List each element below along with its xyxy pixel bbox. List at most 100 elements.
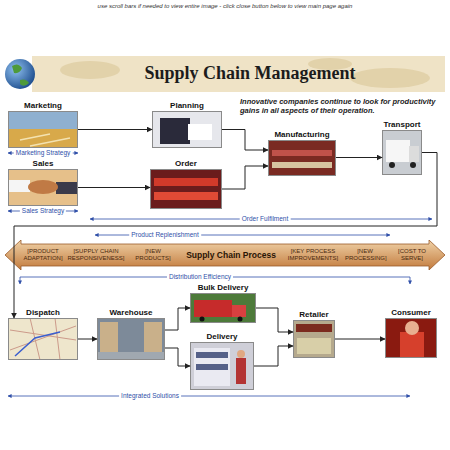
map-shape — [60, 61, 120, 79]
consumer-photo — [400, 332, 424, 358]
globe-land — [12, 64, 29, 85]
flow-arrow — [335, 339, 385, 340]
order-photo — [154, 178, 218, 186]
flow-arrow — [256, 308, 293, 332]
bulk-delivery-photo — [238, 317, 243, 322]
stage-box: Transport — [382, 130, 422, 175]
warehouse-photo — [144, 322, 162, 352]
stage-box: Delivery — [190, 342, 254, 390]
transport-photo — [389, 162, 395, 168]
transport-photo — [409, 146, 419, 162]
delivery-photo — [190, 342, 254, 390]
stage-heading: Warehouse — [110, 308, 153, 318]
stage-heading: Dispatch — [26, 308, 60, 318]
stage-heading: Sales — [33, 159, 54, 169]
stage-box: Dispatch — [8, 318, 78, 360]
bracket-label: Sales Strategy — [20, 207, 66, 215]
flow-arrow — [222, 130, 268, 151]
stage-box: Retailer — [293, 320, 335, 358]
dispatch-photo — [8, 318, 78, 360]
flow-arrow — [78, 339, 97, 340]
stage-heading: Planning — [170, 101, 204, 111]
band-item: [PRODUCT ADAPTATION] — [21, 248, 65, 262]
planning-photo — [160, 118, 190, 144]
manufacturing-photo — [272, 150, 332, 156]
warehouse-photo — [97, 352, 165, 360]
bracket-line — [8, 396, 410, 397]
planning-photo — [152, 111, 222, 148]
stage-heading: Transport — [384, 120, 421, 130]
stage-box: Marketing — [8, 111, 78, 148]
order-photo — [154, 192, 218, 200]
map-shape — [350, 68, 430, 88]
delivery-photo — [196, 364, 228, 370]
bulk-delivery-photo — [200, 317, 205, 322]
warehouse-photo — [97, 318, 165, 360]
bulk-delivery-photo — [190, 293, 256, 323]
bulk-delivery-photo — [194, 300, 232, 317]
delivery-photo — [194, 348, 230, 386]
flow-arrow — [222, 166, 268, 189]
sales-photo — [28, 180, 58, 194]
marketing-photo — [20, 134, 70, 146]
retailer-photo — [297, 338, 331, 354]
delivery-photo — [196, 352, 228, 358]
band-arrow-shape — [5, 240, 445, 270]
stage-heading: Delivery — [206, 332, 237, 342]
dispatch-photo — [10, 318, 76, 360]
stage-box: Bulk Delivery — [190, 293, 256, 323]
band-item: [SUPPLY CHAIN RESPONSIVENESS] — [67, 248, 125, 262]
stage-box: Sales — [8, 169, 78, 206]
warehouse-photo — [100, 322, 118, 352]
band-item: [KEY PROCESS IMPROVEMENTS] — [285, 248, 341, 262]
sales-photo — [8, 180, 30, 192]
band-item: [COST TO SERVE] — [389, 248, 435, 262]
process-band: [PRODUCT ADAPTATION][SUPPLY CHAIN RESPON… — [5, 240, 445, 270]
marketing-photo — [8, 111, 78, 129]
transport-photo — [382, 130, 422, 175]
stage-heading: Marketing — [24, 101, 62, 111]
bracket-label: Marketing Strategy — [14, 149, 73, 157]
stage-heading: Bulk Delivery — [198, 283, 249, 293]
intro-note: Innovative companies continue to look fo… — [240, 97, 440, 115]
stage-heading: Consumer — [391, 308, 431, 318]
globe-icon — [5, 59, 35, 89]
bracket-label: Order Fulfilment — [240, 215, 291, 223]
stage-box: Consumer — [385, 318, 437, 358]
dispatch-photo — [15, 332, 60, 356]
planning-photo — [188, 124, 212, 140]
manufacturing-photo — [268, 140, 336, 176]
sales-photo — [8, 169, 78, 206]
delivery-photo — [236, 358, 246, 384]
stage-heading: Retailer — [299, 310, 328, 320]
consumer-photo — [385, 318, 437, 358]
bulk-delivery-photo — [232, 305, 246, 317]
stage-heading: Order — [175, 159, 197, 169]
bracket-label: Integrated Solutions — [119, 392, 181, 400]
flow-arrow — [165, 308, 190, 330]
band-title: Supply Chain Process — [181, 250, 281, 260]
flow-arrow — [336, 157, 382, 158]
page-note: use scroll bars if needed to view entire… — [0, 3, 450, 9]
transport-photo — [386, 140, 410, 162]
flow-arrow — [165, 348, 190, 366]
sales-photo — [56, 182, 78, 194]
band-item: [NEW PRODUCTS] — [129, 248, 177, 262]
flow-arrow — [254, 346, 293, 366]
diagram-title: Supply Chain Management — [60, 63, 440, 84]
retailer-photo — [293, 320, 335, 358]
retailer-photo — [296, 324, 332, 332]
transport-photo — [410, 162, 416, 168]
stage-box: Warehouse — [97, 318, 165, 360]
band-item: [NEW PROCESSING] — [345, 248, 385, 262]
flow-arrow — [78, 129, 152, 130]
stage-heading: Manufacturing — [274, 130, 329, 140]
stage-box: Manufacturing — [268, 140, 336, 176]
stage-box: Planning — [152, 111, 222, 148]
order-photo — [150, 169, 222, 209]
stage-box: Order — [150, 169, 222, 209]
bracket-label: Product Replenishment — [129, 231, 201, 239]
delivery-photo — [237, 350, 245, 358]
consumer-photo — [405, 321, 419, 335]
